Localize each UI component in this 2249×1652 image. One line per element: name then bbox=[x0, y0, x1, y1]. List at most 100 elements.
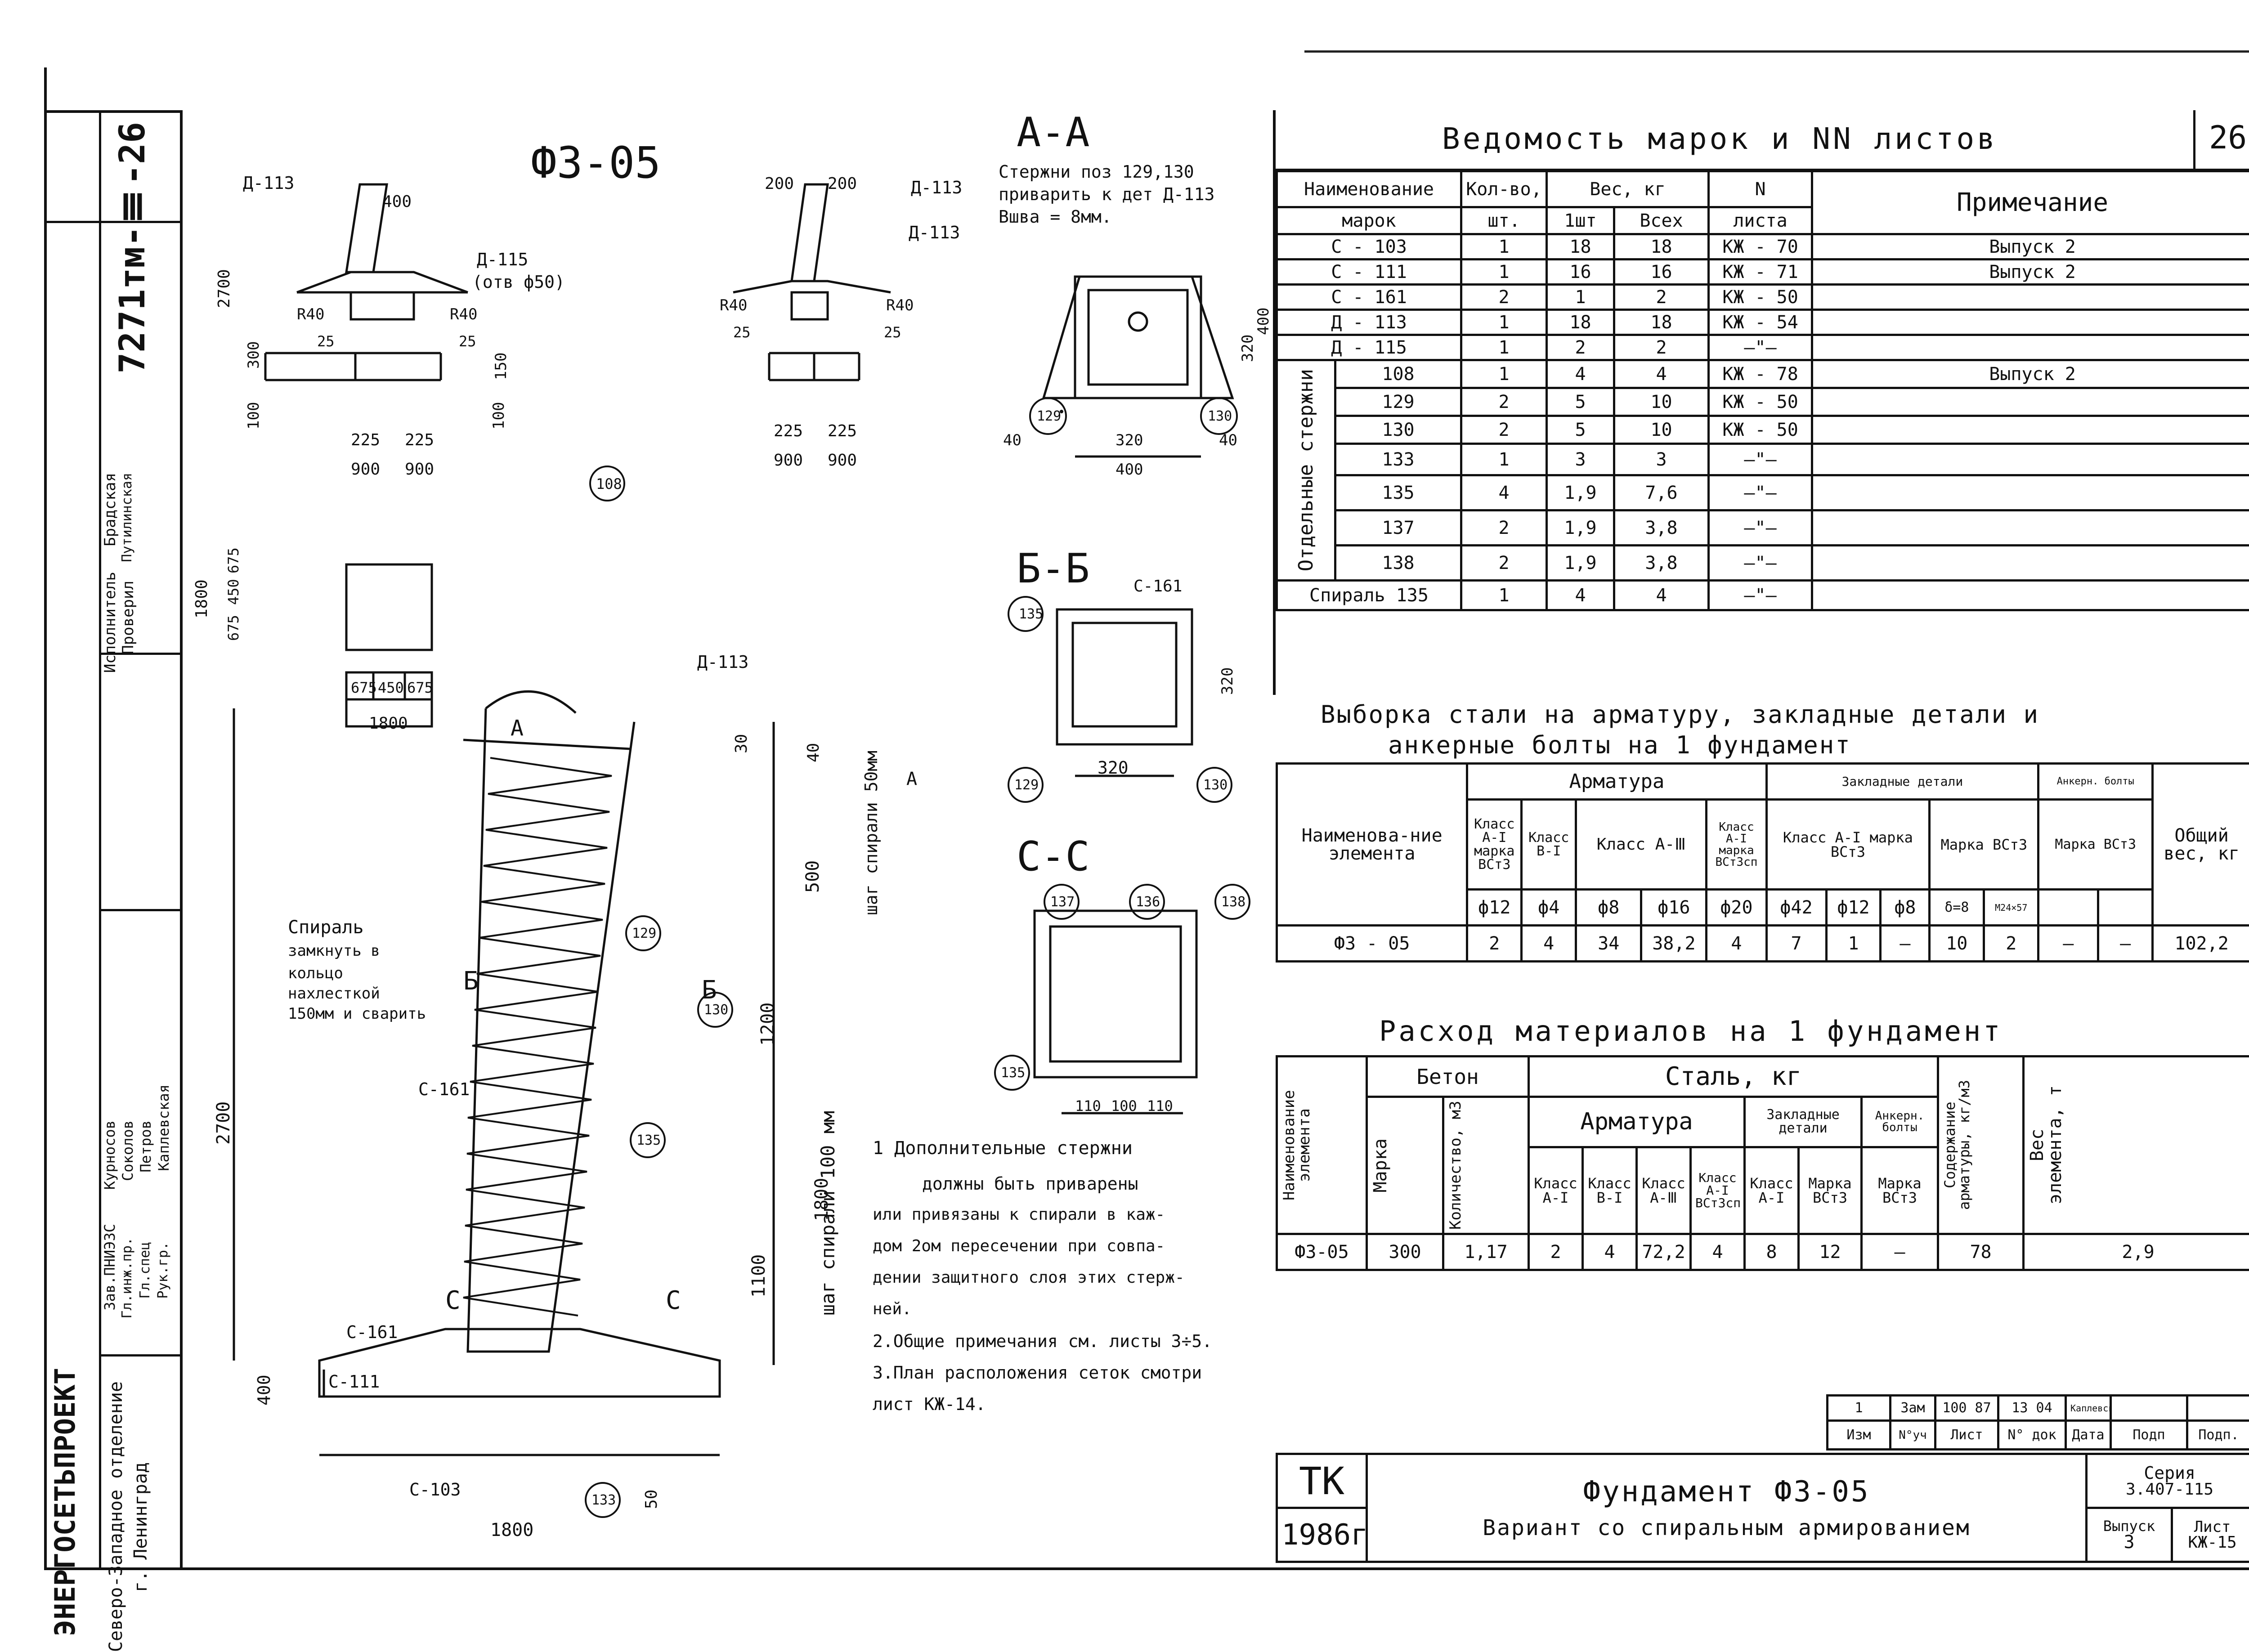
table-cell: 3,8 bbox=[1614, 510, 1709, 546]
role-gl-spec: Гл.спец bbox=[137, 1242, 153, 1298]
table-cell: 2 bbox=[1614, 335, 1709, 360]
dim-110-b: 110 bbox=[1147, 1097, 1173, 1115]
dim-25-b: 25 bbox=[459, 333, 476, 350]
dim-400-b: 400 bbox=[254, 1374, 274, 1406]
dim-675-d: 675 bbox=[407, 679, 433, 696]
dim-1800-plan-v: 1800 bbox=[193, 579, 211, 618]
table-cell: —"— bbox=[1709, 581, 1812, 610]
table-cell: 2 bbox=[1529, 1234, 1583, 1270]
dim-900-c: 900 bbox=[774, 451, 803, 470]
t2-diam: ф42 bbox=[1766, 890, 1826, 926]
table-cell: Ф3-05 bbox=[1277, 1234, 1367, 1270]
table-cell: —"— bbox=[1709, 335, 1812, 360]
table-row: 129 bbox=[1335, 388, 1461, 416]
table-cell: —"— bbox=[1709, 510, 1812, 546]
t3-col: Класс А-I bbox=[1529, 1147, 1583, 1234]
dim-r40-b: R40 bbox=[450, 305, 477, 323]
t1-h-note: Примечание bbox=[1812, 171, 2249, 234]
t2-class: Класс А-Ⅲ bbox=[1576, 800, 1707, 890]
stamp-title: Фундамент Ф3-05 bbox=[1371, 1477, 2082, 1506]
table-cell: 10 bbox=[1930, 926, 1984, 962]
table-cell: 1,17 bbox=[1443, 1234, 1529, 1270]
t3-h-weight-cell: Вес элемента, т bbox=[2024, 1057, 2249, 1234]
dim-320-aa: 320 bbox=[1116, 431, 1143, 449]
stamp-sheet-label: Лист bbox=[2177, 1519, 2248, 1535]
table-cell: 1 bbox=[1461, 335, 1547, 360]
table-cell: — bbox=[2098, 926, 2153, 962]
dim-320-bb: 320 bbox=[1098, 758, 1129, 778]
table-cell: 16 bbox=[1614, 260, 1709, 285]
name-sokolov: Соколов bbox=[119, 1120, 136, 1181]
dim-200-a: 200 bbox=[765, 175, 794, 193]
table-cell bbox=[1812, 475, 2249, 510]
table-cell: 8 bbox=[1745, 1234, 1799, 1270]
t1-h-qty1: Кол-во, bbox=[1461, 171, 1547, 207]
t3-h-qty: Количество, м3 bbox=[1448, 1098, 1463, 1233]
label-c161-a: С-161 bbox=[418, 1079, 470, 1099]
pos-129-main: 129 bbox=[632, 926, 656, 941]
spiral-note-3: кольцо bbox=[288, 964, 343, 982]
drawing-code: 7271тм-Ⅲ-26 bbox=[112, 122, 153, 374]
t2-class: Класс В-I bbox=[1522, 800, 1576, 890]
t2-diam: ф12 bbox=[1467, 890, 1522, 926]
table-cell: 4 bbox=[1614, 360, 1709, 388]
t3-h-zd: Закладные детали bbox=[1745, 1097, 1862, 1147]
table-cell bbox=[1812, 310, 2249, 335]
table-cell: —"— bbox=[1709, 546, 1812, 581]
signature-cell bbox=[2111, 1396, 2187, 1421]
t1-h-weight: Вес, кг bbox=[1547, 171, 1709, 207]
stamp-series: 3.407-115 bbox=[2091, 1482, 2248, 1498]
table-cell: КЖ - 70 bbox=[1709, 234, 1812, 260]
table-cell bbox=[2187, 1396, 2249, 1421]
dim-225-a: 225 bbox=[351, 431, 380, 449]
t3-h-steel: Сталь, кг bbox=[1529, 1057, 1938, 1097]
table-cell: 1 bbox=[1461, 444, 1547, 475]
t1-h-all: Всех bbox=[1614, 207, 1709, 234]
pos-108: 108 bbox=[596, 475, 622, 492]
t2-class: Класс А-I марка ВСт3сп bbox=[1707, 800, 1766, 890]
dim-d113-b: Д-113 bbox=[911, 178, 962, 197]
table-cell: 2,9 bbox=[2024, 1234, 2249, 1270]
t3-h-ab: Анкерн. болты bbox=[1862, 1097, 1938, 1147]
table-cell: 1 bbox=[1461, 260, 1547, 285]
table-cell: — bbox=[2038, 926, 2098, 962]
spiral-note-4: нахлесткой bbox=[288, 985, 380, 1003]
table2-title-2: анкерные болты на 1 фундамент bbox=[1388, 731, 1851, 759]
t1-h-qty2: шт. bbox=[1461, 207, 1547, 234]
table-cell: — bbox=[1862, 1234, 1938, 1270]
t2-h-arm: Арматура bbox=[1467, 764, 1766, 800]
group-label-text: Отдельные стержни bbox=[1296, 369, 1316, 571]
pos-135-main: 135 bbox=[636, 1133, 661, 1148]
table-cell: КЖ - 50 bbox=[1709, 388, 1812, 416]
table-cell bbox=[1812, 388, 2249, 416]
table-cell: 5 bbox=[1547, 416, 1614, 444]
t3-h-name-cell: Наименование элемента bbox=[1277, 1057, 1367, 1234]
table-row: С - 161 bbox=[1277, 285, 1461, 310]
table3: Наименование элемента Бетон Сталь, кг Со… bbox=[1276, 1055, 2249, 1271]
rev-h: Подп bbox=[2111, 1421, 2187, 1450]
aa-note-3: Вшва = 8мм. bbox=[999, 207, 1112, 227]
table-row: 108 bbox=[1335, 360, 1461, 388]
pos-130-bb: 130 bbox=[1203, 777, 1228, 793]
table-cell: 2 bbox=[1461, 510, 1547, 546]
table-cell: Ф3 - 05 bbox=[1277, 926, 1467, 962]
table-row: 130 bbox=[1335, 416, 1461, 444]
t1-h-n: N bbox=[1709, 171, 1812, 207]
table-cell bbox=[1812, 581, 2249, 610]
dim-25-d: 25 bbox=[884, 324, 901, 341]
table-cell: 1 bbox=[1461, 360, 1547, 388]
table-cell: 78 bbox=[1938, 1234, 2024, 1270]
t1-h-list: листа bbox=[1709, 207, 1812, 234]
table-cell: 18 bbox=[1614, 310, 1709, 335]
dim-d115: Д-115 bbox=[477, 250, 528, 269]
table-cell: 102,2 bbox=[2153, 926, 2249, 962]
dim-2700-a: 2700 bbox=[215, 269, 233, 308]
table-cell: 12 bbox=[1799, 1234, 1862, 1270]
role-zav: Зав.ПНИЭЗС bbox=[101, 1224, 118, 1311]
section-aa-label: А-А bbox=[1017, 110, 1090, 156]
t2-class: Марка ВСт3 bbox=[1930, 800, 2038, 890]
spiral-note-2: замкнуть в bbox=[288, 942, 380, 960]
t1-h-name1: Наименование bbox=[1277, 171, 1461, 207]
dim-2700-b: 2700 bbox=[213, 1101, 234, 1145]
table-cell: 4 bbox=[1547, 360, 1614, 388]
